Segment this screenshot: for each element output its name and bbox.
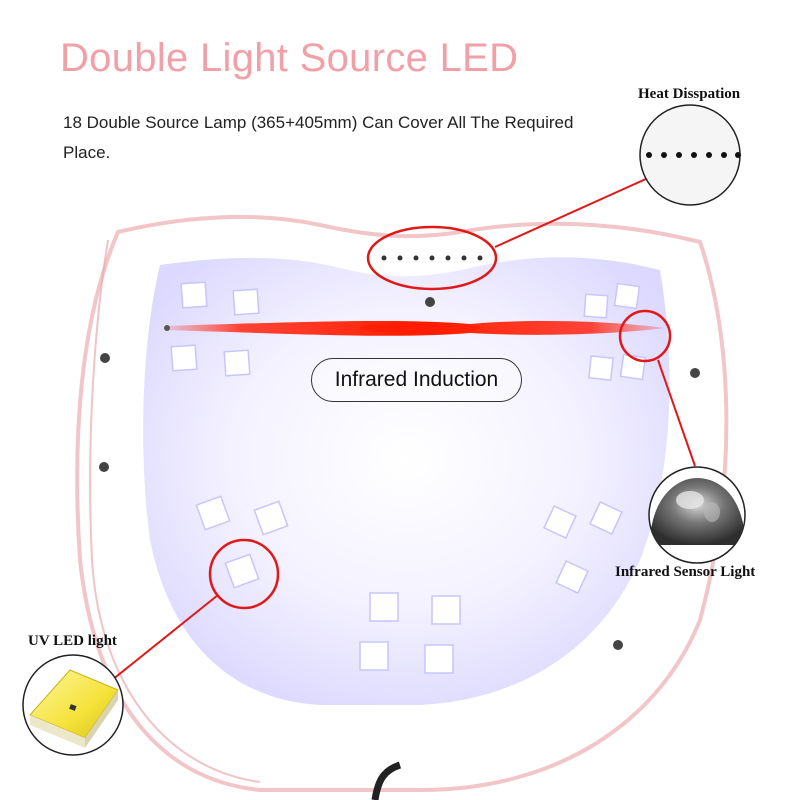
heat-dissipation-label: Heat Disspation [638,86,741,102]
callout-lines [111,177,696,681]
sensor-zoom-circle [648,466,746,564]
uv-led-label: UV LED light [28,633,117,649]
screw-icons [99,297,700,650]
uv-led-array [170,281,647,674]
infrared-sensor-label: Infrared Sensor Light [615,564,756,580]
lamp-cavity [143,257,670,705]
heat-vents [381,255,483,261]
lamp-shell-edge [89,239,261,783]
page-subtitle: 18 Double Source Lamp (365+405mm) Can Co… [63,113,574,162]
power-cable [371,761,402,800]
infrared-induction-text: Infrared Induction [334,368,499,391]
infrared-induction-label: Infrared Induction [311,358,522,402]
heat-zoom-circle [639,104,741,206]
uv-led-zoom-circle [22,654,124,756]
page-title: Double Light Source LED [60,36,519,80]
